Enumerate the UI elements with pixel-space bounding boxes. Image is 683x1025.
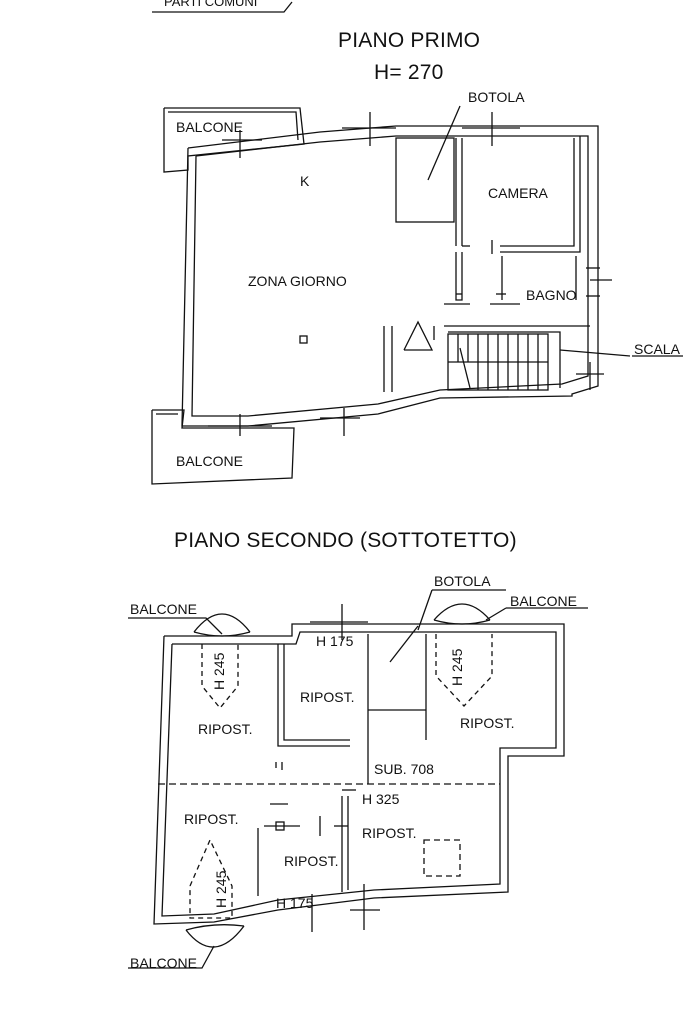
- floor2-walls: [128, 589, 588, 969]
- floor2-ripost-bl-label: RIPOST.: [184, 811, 239, 827]
- floor2-ripost-center-label: RIPOST.: [300, 689, 355, 705]
- floor1-height-label: H= 270: [374, 61, 444, 84]
- floor2-title: PIANO SECONDO (SOTTOTETTO): [174, 529, 517, 552]
- floor2-ripost-left-label: RIPOST.: [198, 721, 253, 737]
- floor1-title: PIANO PRIMO: [338, 29, 481, 52]
- floor2-ripost-br-label: RIPOST.: [362, 825, 417, 841]
- floor1-walls: [151, 105, 683, 485]
- header-partial-label: PARTI COMUNI: [164, 0, 258, 9]
- header-leader-line: [152, 1, 293, 13]
- floor1-k-label: K: [300, 173, 310, 189]
- floor1-bagno-label: BAGNO: [526, 287, 577, 303]
- floor2-balcone-top-left-label: BALCONE: [130, 601, 197, 617]
- floor1-balcone-bottom-label: BALCONE: [176, 453, 243, 469]
- floor1-zona-giorno-label: ZONA GIORNO: [248, 273, 347, 289]
- floor2-botola-label: BOTOLA: [434, 573, 491, 589]
- floor2-balcone-bottom-label: BALCONE: [130, 955, 197, 971]
- floor1-balcone-top-label: BALCONE: [176, 119, 243, 135]
- floor2-h245-right-label: H 245: [449, 648, 465, 686]
- floor1-scala-label: SCALA: [634, 341, 680, 357]
- floor2-ripost-right-label: RIPOST.: [460, 715, 515, 731]
- floor2-h175-top-label: H 175: [316, 633, 354, 649]
- floor2-ripost-bc-label: RIPOST.: [284, 853, 339, 869]
- floor2-h245-bottom-label: H 245: [213, 870, 229, 908]
- floor2-sub-label: SUB. 708: [374, 761, 434, 777]
- floor1-botola-label: BOTOLA: [468, 89, 525, 105]
- floor2-balcone-top-right-label: BALCONE: [510, 593, 577, 609]
- floor1-camera-label: CAMERA: [488, 185, 548, 201]
- floor2-h325-label: H 325: [362, 791, 400, 807]
- floor2-h245-left-label: H 245: [211, 652, 227, 690]
- floor2-h175-bottom-label: H 175: [276, 895, 314, 911]
